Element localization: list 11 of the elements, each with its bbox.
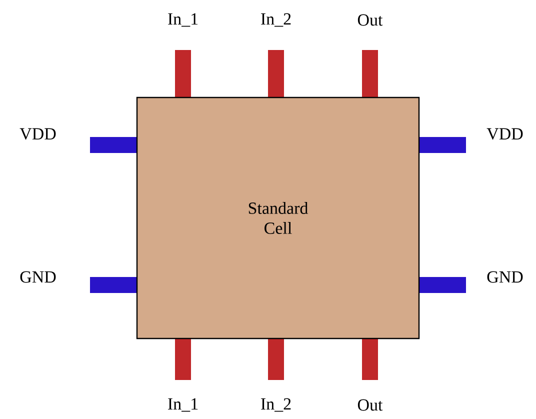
pin-label: In_1 [168,13,198,27]
cell-box: Standard Cell [136,96,420,340]
pin-label: Out [358,399,383,411]
pin-label: VDD [486,128,523,140]
pin-label: Out [358,14,383,26]
pin-label: GND [20,271,56,283]
pin-label: In_1 [168,398,198,412]
pin-label: In_2 [261,398,291,412]
pin-label: In_2 [261,13,291,27]
pin-label: GND [487,271,523,283]
pin-label: VDD [20,128,56,140]
